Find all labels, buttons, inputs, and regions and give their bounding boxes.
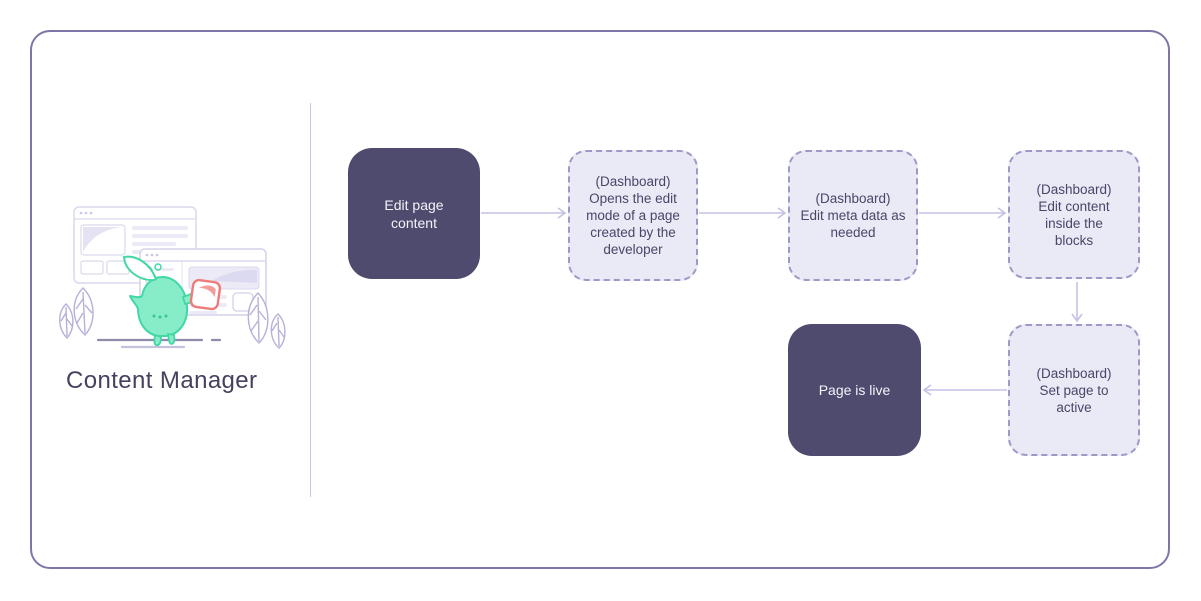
flow-node-set-page-active: (Dashboard) Set page to active bbox=[1008, 324, 1140, 456]
node-label: Edit meta data as needed bbox=[800, 208, 906, 240]
flow-node-page-is-live: Page is live bbox=[788, 324, 921, 456]
flow-node-edit-page-content: Edit page content bbox=[348, 148, 480, 279]
mascot-icon bbox=[123, 255, 203, 347]
page-title: Content Manager bbox=[66, 367, 258, 394]
arrow-left-icon bbox=[922, 384, 1007, 396]
arrow-right-icon bbox=[919, 207, 1007, 219]
node-prefix: (Dashboard) bbox=[815, 191, 891, 206]
node-label: Page is live bbox=[818, 382, 891, 398]
flow-node-edit-content-blocks: (Dashboard) Edit content inside the bloc… bbox=[1008, 150, 1140, 279]
flow-node-open-edit-mode: (Dashboard) Opens the edit mode of a pag… bbox=[568, 150, 698, 281]
node-label: Opens the edit mode of a page created by… bbox=[586, 191, 680, 257]
arrow-right-icon bbox=[481, 207, 567, 219]
node-label: Edit content inside the blocks bbox=[1038, 198, 1110, 248]
node-prefix: (Dashboard) bbox=[1036, 365, 1112, 381]
ground-lines bbox=[96, 338, 222, 349]
content-manager-illustration bbox=[59, 206, 286, 349]
vertical-divider bbox=[310, 103, 311, 497]
flow-node-edit-meta-data: (Dashboard) Edit meta data as needed bbox=[788, 150, 918, 281]
card-icon bbox=[189, 278, 222, 311]
node-label: Set page to active bbox=[1039, 382, 1109, 415]
node-prefix: (Dashboard) bbox=[595, 174, 671, 189]
arrow-down-icon bbox=[1071, 282, 1083, 323]
node-prefix: (Dashboard) bbox=[1036, 181, 1112, 197]
arrow-right-icon bbox=[699, 207, 787, 219]
plant-right-icon bbox=[247, 291, 286, 349]
plant-left-icon bbox=[59, 287, 94, 340]
node-label: Edit page content bbox=[384, 196, 444, 231]
